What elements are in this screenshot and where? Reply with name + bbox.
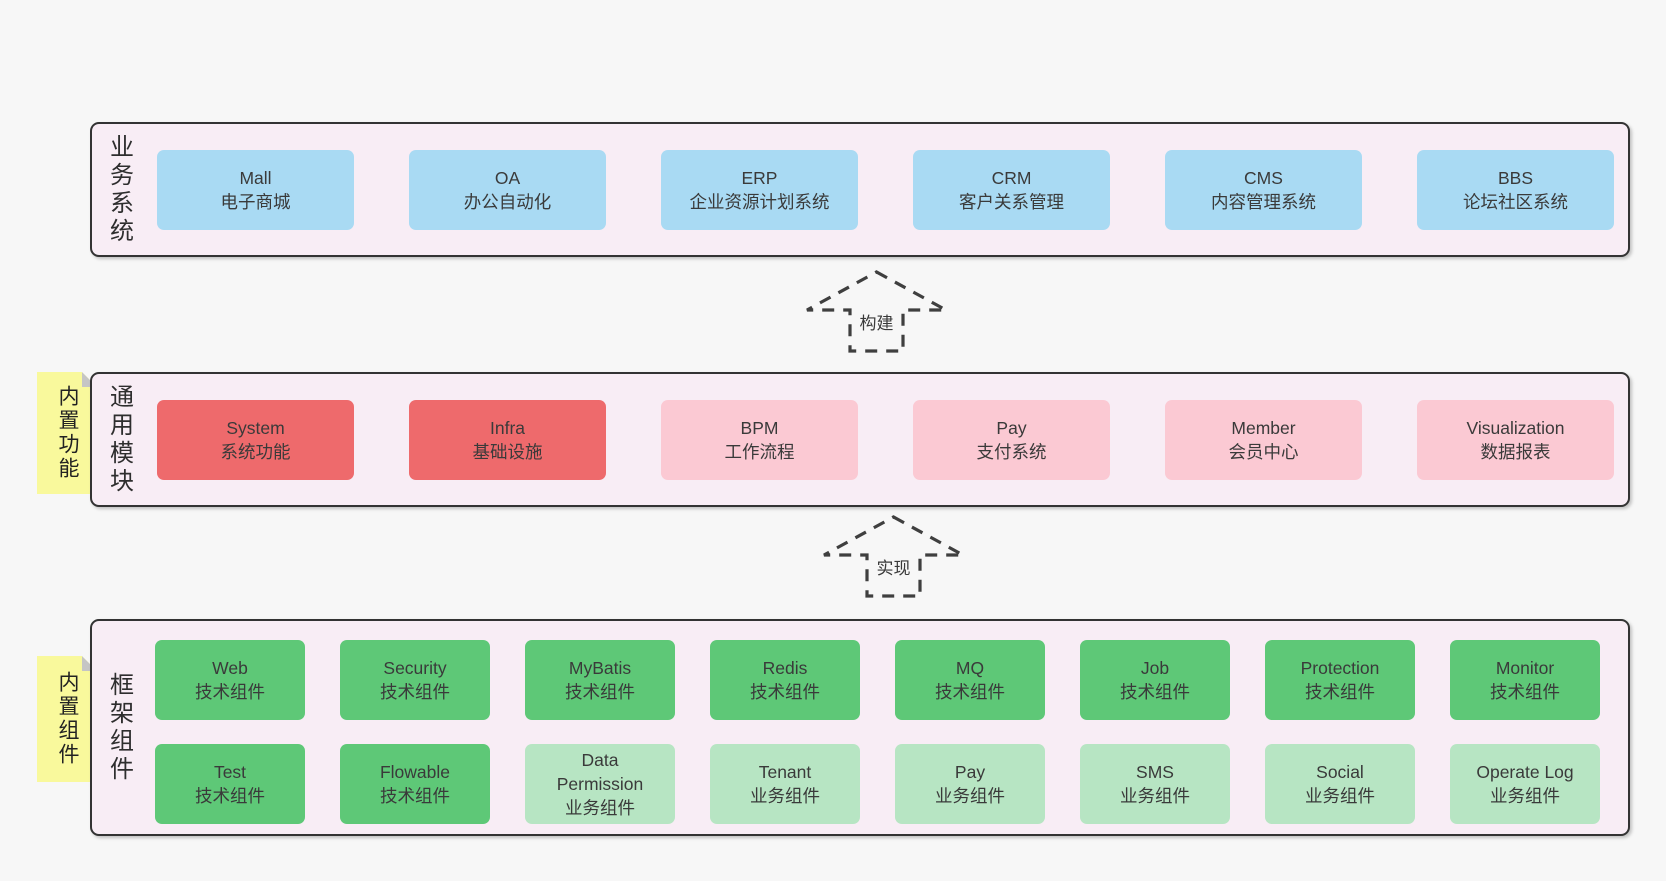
box-security: Security 技术组件 — [340, 640, 490, 720]
implement-arrow: 实现 — [822, 515, 965, 598]
box-erp: ERP 企业资源计划系统 — [661, 150, 858, 230]
box-flowable: Flowable 技术组件 — [340, 744, 490, 824]
box-monitor: Monitor 技术组件 — [1450, 640, 1600, 720]
box-social: Social 业务组件 — [1265, 744, 1415, 824]
box-visualization: Visualization 数据报表 — [1417, 400, 1614, 480]
box-pay-component: Pay 业务组件 — [895, 744, 1045, 824]
box-web: Web 技术组件 — [155, 640, 305, 720]
box-operate-log: Operate Log 业务组件 — [1450, 744, 1600, 824]
box-pay-module: Pay 支付系统 — [913, 400, 1110, 480]
builtin-features-sticky: 内置功能 — [37, 372, 97, 494]
sticky-label: 内置功能 — [56, 385, 79, 481]
build-arrow-label: 构建 — [856, 309, 897, 334]
business-systems-panel: 业务系统 Mall 电子商城 OA 办公自动化 ERP 企业资源计划系统 CRM… — [90, 122, 1630, 257]
panel-label-modules: 通用模块 — [105, 383, 133, 496]
box-infra: Infra 基础设施 — [409, 400, 606, 480]
common-modules-panel: 通用模块 System 系统功能 Infra 基础设施 BPM 工作流程 Pay… — [90, 372, 1630, 507]
builtin-components-sticky: 内置组件 — [37, 656, 97, 782]
box-mq: MQ 技术组件 — [895, 640, 1045, 720]
panel-label-components: 框架组件 — [105, 671, 133, 784]
box-mybatis: MyBatis 技术组件 — [525, 640, 675, 720]
box-test: Test 技术组件 — [155, 744, 305, 824]
box-redis: Redis 技术组件 — [710, 640, 860, 720]
box-job: Job 技术组件 — [1080, 640, 1230, 720]
dashed-up-arrow-icon — [806, 270, 947, 353]
box-system: System 系统功能 — [157, 400, 354, 480]
box-mall: Mall 电子商城 — [157, 150, 354, 230]
dashed-up-arrow-icon — [823, 515, 964, 598]
box-crm: CRM 客户关系管理 — [913, 150, 1110, 230]
sticky-label: 内置组件 — [56, 671, 79, 767]
box-sms: SMS 业务组件 — [1080, 744, 1230, 824]
box-protection: Protection 技术组件 — [1265, 640, 1415, 720]
box-bpm: BPM 工作流程 — [661, 400, 858, 480]
box-data-permission: Data Permission 业务组件 — [525, 744, 675, 824]
box-member: Member 会员中心 — [1165, 400, 1362, 480]
framework-components-panel: 框架组件 Web 技术组件 Security 技术组件 MyBatis 技术组件… — [90, 619, 1630, 836]
box-oa: OA 办公自动化 — [409, 150, 606, 230]
box-bbs: BBS 论坛社区系统 — [1417, 150, 1614, 230]
panel-label-business: 业务系统 — [105, 133, 133, 246]
build-arrow: 构建 — [805, 270, 948, 353]
implement-arrow-label: 实现 — [873, 554, 914, 579]
box-tenant: Tenant 业务组件 — [710, 744, 860, 824]
box-cms: CMS 内容管理系统 — [1165, 150, 1362, 230]
